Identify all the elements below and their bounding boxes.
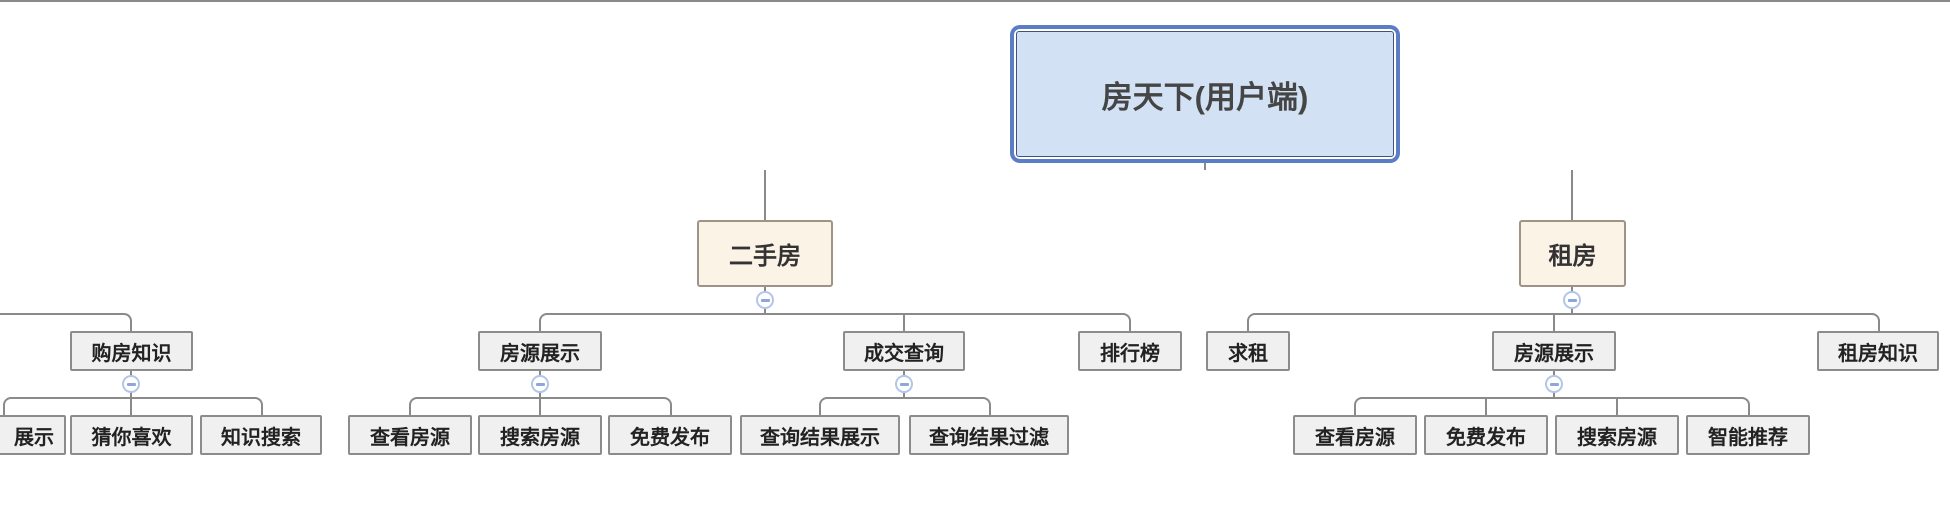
node-search-listings-2[interactable]: 搜索房源 xyxy=(1555,415,1679,455)
node-view-listings-1-label: 查看房源 xyxy=(370,426,450,449)
node-knowledge-search-label: 知识搜索 xyxy=(221,426,301,449)
node-query-result-filter-label: 查询结果过滤 xyxy=(929,426,1049,449)
bracket-deal-query-children xyxy=(819,397,991,415)
root-node-gap-ring: 房天下(用户端) xyxy=(1014,29,1396,159)
connector-to-listing-display-2 xyxy=(1553,313,1555,331)
root-node-label: 房天下(用户端) xyxy=(1101,79,1309,115)
bracket-renting-children xyxy=(1247,313,1880,331)
node-search-listings-1[interactable]: 搜索房源 xyxy=(478,415,602,455)
connector-to-search-listings-2 xyxy=(1616,397,1618,415)
node-deal-query[interactable]: 成交查询 xyxy=(843,331,965,371)
connector-to-guess-you-like xyxy=(130,397,132,415)
bracket-buying-knowledge-children xyxy=(3,397,263,415)
node-listing-display-2[interactable]: 房源展示 xyxy=(1492,331,1616,371)
node-renting-knowledge-label: 租房知识 xyxy=(1838,342,1918,365)
root-node[interactable]: 房天下(用户端) xyxy=(1010,25,1400,163)
node-display-clipped[interactable]: 展示 xyxy=(0,415,66,455)
collapse-icon-renting[interactable] xyxy=(1563,291,1581,309)
node-free-publish-1[interactable]: 免费发布 xyxy=(608,415,732,455)
root-node-body: 房天下(用户端) xyxy=(1016,31,1394,157)
node-smart-recommend-label: 智能推荐 xyxy=(1708,426,1788,449)
connector-root-to-second-hand xyxy=(764,170,766,220)
connector-to-deal-query xyxy=(903,313,905,331)
node-rent-seeking[interactable]: 求租 xyxy=(1206,331,1290,371)
node-view-listings-1[interactable]: 查看房源 xyxy=(348,415,472,455)
node-query-result-display-label: 查询结果展示 xyxy=(760,426,880,449)
minus-icon xyxy=(1567,298,1577,302)
collapse-icon-second-hand[interactable] xyxy=(756,291,774,309)
bracket-listing-display-2-children xyxy=(1354,397,1750,415)
node-deal-query-label: 成交查询 xyxy=(864,342,944,365)
node-buying-knowledge[interactable]: 购房知识 xyxy=(70,331,193,371)
branch-second-hand-house-label: 二手房 xyxy=(729,243,801,270)
main-trunk-connector xyxy=(0,0,1950,2)
node-rent-seeking-label: 求租 xyxy=(1228,342,1268,365)
minus-icon xyxy=(760,298,770,302)
connector-to-free-publish-2 xyxy=(1485,397,1487,415)
node-ranking[interactable]: 排行榜 xyxy=(1078,331,1182,371)
node-renting-knowledge[interactable]: 租房知识 xyxy=(1817,331,1939,371)
branch-renting-label: 租房 xyxy=(1548,243,1597,270)
minus-icon xyxy=(126,382,136,386)
node-search-listings-1-label: 搜索房源 xyxy=(500,426,580,449)
node-knowledge-search[interactable]: 知识搜索 xyxy=(200,415,322,455)
node-free-publish-2[interactable]: 免费发布 xyxy=(1424,415,1548,455)
node-view-listings-2-label: 查看房源 xyxy=(1315,426,1395,449)
connector-root-to-renting xyxy=(1571,170,1573,220)
root-stub-connector xyxy=(1204,162,1206,170)
node-view-listings-2[interactable]: 查看房源 xyxy=(1293,415,1417,455)
node-guess-you-like-label: 猜你喜欢 xyxy=(91,426,172,449)
node-buying-knowledge-label: 购房知识 xyxy=(91,342,172,365)
bracket-second-hand-children xyxy=(539,313,1131,331)
node-guess-you-like[interactable]: 猜你喜欢 xyxy=(70,415,193,455)
node-listing-display-1[interactable]: 房源展示 xyxy=(478,331,602,371)
minus-icon xyxy=(535,382,545,386)
node-listing-display-2-label: 房源展示 xyxy=(1514,342,1594,365)
node-query-result-filter[interactable]: 查询结果过滤 xyxy=(909,415,1069,455)
node-free-publish-2-label: 免费发布 xyxy=(1446,426,1526,449)
node-search-listings-2-label: 搜索房源 xyxy=(1577,426,1657,449)
connector-to-search-listings-1 xyxy=(539,397,541,415)
branch-second-hand-house[interactable]: 二手房 xyxy=(697,220,833,287)
node-display-clipped-label: 展示 xyxy=(14,426,54,449)
node-smart-recommend[interactable]: 智能推荐 xyxy=(1686,415,1810,455)
minus-icon xyxy=(1549,382,1559,386)
bracket-offscreen-left-children xyxy=(0,313,132,331)
node-listing-display-1-label: 房源展示 xyxy=(500,342,580,365)
minus-icon xyxy=(899,382,909,386)
node-free-publish-1-label: 免费发布 xyxy=(630,426,710,449)
collapse-icon-listing-display-1[interactable] xyxy=(531,375,549,393)
collapse-icon-listing-display-2[interactable] xyxy=(1545,375,1563,393)
branch-renting[interactable]: 租房 xyxy=(1519,220,1626,287)
collapse-icon-deal-query[interactable] xyxy=(895,375,913,393)
collapse-icon-buying-knowledge[interactable] xyxy=(122,375,140,393)
node-query-result-display[interactable]: 查询结果展示 xyxy=(740,415,900,455)
node-ranking-label: 排行榜 xyxy=(1100,342,1160,365)
